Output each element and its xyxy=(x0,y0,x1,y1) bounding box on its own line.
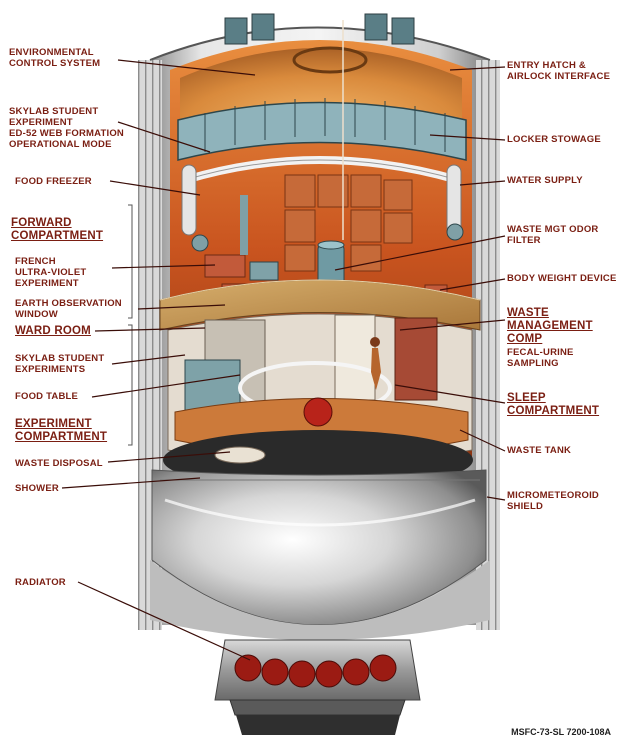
label-experiment-compartment: EXPERIMENT COMPARTMENT xyxy=(15,418,108,443)
forward-compartment-stowage xyxy=(284,174,413,272)
label-waste-mgt-odor-filter: WASTE MGT ODOR FILTER xyxy=(507,224,599,246)
label-food-freezer: FOOD FREEZER xyxy=(15,176,92,187)
label-entry-hatch-airlock-interface: ENTRY HATCH & AIRLOCK INTERFACE xyxy=(507,60,611,82)
label-shower: SHOWER xyxy=(15,483,59,494)
label-waste-disposal: WASTE DISPOSAL xyxy=(15,458,103,469)
grid-floor xyxy=(159,279,481,331)
label-waste-management-comp: WASTE MANAGEMENT COMP xyxy=(507,307,593,345)
label-radiator: RADIATOR xyxy=(15,577,66,588)
label-forward-compartment: FORWARD COMPARTMENT xyxy=(11,217,104,242)
label-earth-observation-window: EARTH OBSERVATION WINDOW xyxy=(15,298,122,320)
label-waste-tank: WASTE TANK xyxy=(507,445,572,456)
label-french-ultra-violet-experiment: FRENCH ULTRA-VIOLET EXPERIMENT xyxy=(15,256,87,289)
locker-ring xyxy=(177,98,467,236)
compartment-brackets xyxy=(128,204,133,446)
lower-body-radiator xyxy=(150,560,490,735)
label-locker-stowage: LOCKER STOWAGE xyxy=(507,134,601,145)
leader-lines-left xyxy=(61,59,256,661)
label-skylab-student-experiments: SKYLAB STUDENT EXPERIMENTS xyxy=(15,353,105,375)
label-skylab-student-experiment-ed52: SKYLAB STUDENT EXPERIMENT ED-52 WEB FORM… xyxy=(9,106,124,150)
label-fecal-urine-sampling: FECAL-URINE SAMPLING xyxy=(507,347,574,369)
waste-tank-sphere xyxy=(151,469,487,626)
label-water-supply: WATER SUPPLY xyxy=(507,175,583,186)
figure-caption: MSFC-73-SL 7200-108A xyxy=(511,727,611,737)
label-environmental-control-system: ENVIRONMENTAL CONTROL SYSTEM xyxy=(9,47,101,69)
label-ward-room: WARD ROOM xyxy=(15,325,91,337)
leader-lines-right xyxy=(334,66,506,501)
label-body-weight-device: BODY WEIGHT DEVICE xyxy=(507,273,617,284)
label-food-table: FOOD TABLE xyxy=(15,391,79,402)
label-sleep-compartment: SLEEP COMPARTMENT xyxy=(507,392,600,417)
crew-quarters xyxy=(167,313,473,466)
label-micrometeoroid-shield: MICROMETEOROID SHIELD xyxy=(507,490,599,512)
